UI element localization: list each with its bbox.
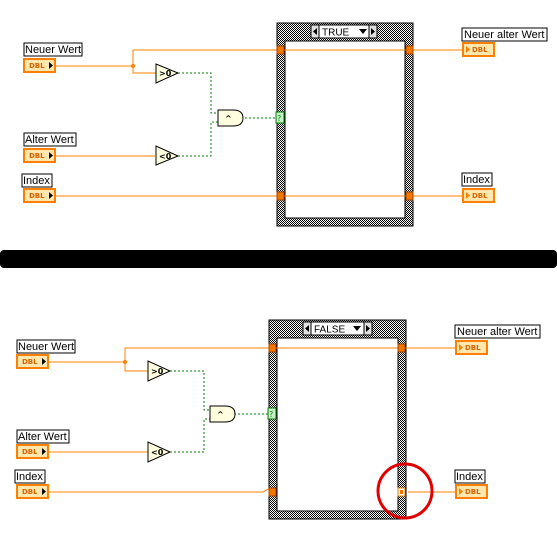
decrement-arrow-icon[interactable] [305, 325, 309, 332]
svg-text:^: ^ [217, 410, 224, 419]
svg-text:Alter Wert: Alter Wert [25, 134, 74, 146]
svg-text:<0: <0 [159, 152, 172, 161]
wire-junction [131, 64, 135, 68]
terminal-arrow-icon [49, 192, 53, 199]
control-neuer-wert[interactable]: Neuer Wert DBL [16, 339, 76, 369]
dropdown-arrow-icon[interactable] [359, 29, 367, 34]
svg-text:?: ? [277, 114, 281, 123]
svg-text:^: ^ [225, 114, 232, 123]
svg-text:Neuer Wert: Neuer Wert [18, 341, 74, 353]
and-gate-node[interactable]: ^ [209, 405, 236, 423]
svg-text:DBL: DBL [472, 46, 488, 54]
terminal-arrow-icon [466, 192, 470, 199]
indicator-neuer-alter-wert[interactable]: Neuer alter Wert DBL [454, 324, 541, 355]
indicator-index[interactable]: Index DBL [461, 172, 495, 203]
case-selector-terminal[interactable]: ? [275, 111, 285, 124]
svg-text:?: ? [269, 410, 273, 419]
false-case-diagram: FALSE >0 <0 ^ [14, 319, 541, 520]
output-tunnel[interactable] [405, 45, 414, 55]
less-than-zero-node[interactable]: <0 [155, 145, 180, 166]
boolean-wires [170, 370, 271, 453]
increment-arrow-icon[interactable] [366, 325, 370, 332]
svg-text:>0: >0 [151, 367, 164, 376]
dropdown-arrow-icon[interactable] [353, 326, 361, 331]
case-selector[interactable]: FALSE [302, 321, 373, 336]
greater-than-zero-node[interactable]: >0 [147, 360, 172, 382]
control-alter-wert[interactable]: Alter Wert DBL [23, 132, 77, 163]
control-alter-wert[interactable]: Alter Wert DBL [16, 429, 70, 459]
case-selector-label: FALSE [314, 325, 345, 336]
indicator-index[interactable]: Index DBL [454, 469, 488, 499]
svg-text:Neuer alter Wert: Neuer alter Wert [457, 326, 538, 338]
case-selector[interactable]: TRUE [310, 24, 378, 39]
svg-text:Neuer Wert: Neuer Wert [25, 44, 81, 56]
input-tunnel[interactable] [276, 45, 285, 55]
input-tunnel[interactable] [276, 191, 285, 201]
terminal-arrow-icon [49, 152, 53, 159]
input-tunnel[interactable] [268, 487, 277, 497]
svg-text:DBL: DBL [472, 192, 488, 200]
control-index[interactable]: Index DBL [14, 469, 49, 499]
and-gate-node[interactable]: ^ [217, 109, 244, 127]
output-tunnel[interactable] [397, 343, 406, 353]
svg-text:DBL: DBL [29, 152, 45, 160]
terminal-arrow-icon [42, 488, 46, 495]
control-neuer-wert[interactable]: Neuer Wert DBL [23, 42, 83, 73]
svg-text:DBL: DBL [22, 358, 38, 366]
svg-text:Neuer alter Wert: Neuer alter Wert [464, 29, 545, 41]
greater-than-zero-node[interactable]: >0 [155, 63, 180, 84]
svg-text:<0: <0 [151, 448, 164, 457]
svg-text:Index: Index [23, 175, 50, 187]
svg-text:Index: Index [463, 174, 490, 186]
svg-text:>0: >0 [159, 69, 172, 78]
svg-text:DBL: DBL [29, 192, 45, 200]
terminal-arrow-icon [42, 358, 46, 365]
wire-junction [123, 360, 127, 364]
svg-text:Alter Wert: Alter Wert [18, 431, 67, 443]
indicator-neuer-alter-wert[interactable]: Neuer alter Wert DBL [461, 27, 548, 57]
svg-text:Index: Index [16, 471, 43, 483]
control-index[interactable]: Index DBL [21, 173, 56, 203]
highlight-circle [376, 462, 434, 520]
output-tunnel[interactable] [405, 191, 414, 201]
case-selector-terminal[interactable]: ? [267, 407, 277, 420]
case-selector-label: TRUE [322, 28, 350, 39]
svg-text:DBL: DBL [22, 448, 38, 456]
terminal-arrow-icon [459, 344, 463, 351]
true-case-diagram: TRUE >0 <0 [21, 22, 548, 227]
terminal-arrow-icon [459, 488, 463, 495]
increment-arrow-icon[interactable] [371, 28, 375, 35]
terminal-arrow-icon [49, 62, 53, 69]
terminal-arrow-icon [42, 448, 46, 455]
separator-bar [0, 250, 557, 268]
svg-text:Index: Index [456, 471, 483, 483]
svg-text:DBL: DBL [465, 344, 481, 352]
input-tunnel[interactable] [268, 343, 277, 353]
decrement-arrow-icon[interactable] [313, 28, 317, 35]
svg-text:DBL: DBL [465, 488, 481, 496]
svg-text:DBL: DBL [22, 488, 38, 496]
less-than-zero-node[interactable]: <0 [147, 441, 172, 463]
boolean-wires [178, 72, 279, 157]
terminal-arrow-icon [466, 46, 470, 53]
svg-text:DBL: DBL [29, 62, 45, 70]
